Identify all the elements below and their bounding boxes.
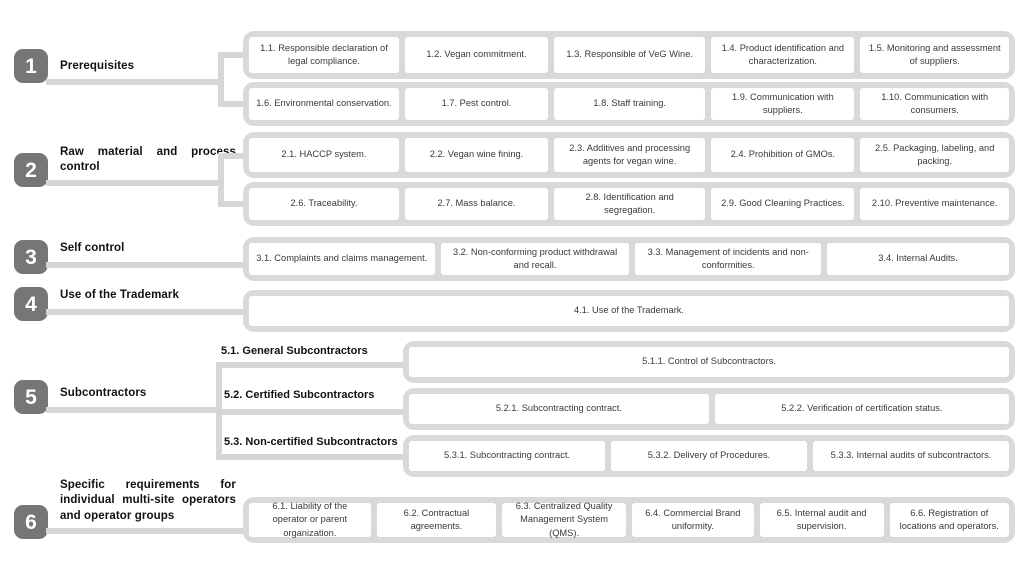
connector-stem-5 — [46, 407, 222, 413]
node-2-3[interactable]: 2.3. Additives and processing agents for… — [554, 138, 706, 172]
connector-branch-2a — [218, 153, 248, 159]
node-2-5[interactable]: 2.5. Packaging, labeling, and packing. — [860, 138, 1009, 172]
node-5-1-1[interactable]: 5.1.1. Control of Subcontractors. — [409, 347, 1009, 377]
section-title-3: Self control — [60, 242, 125, 254]
node-1-2[interactable]: 1.2. Vegan commitment. — [404, 37, 549, 73]
node-5-2-1[interactable]: 5.2.1. Subcontracting contract. — [409, 394, 709, 424]
section-badge-5: 5 — [14, 380, 48, 414]
section-badge-3: 3 — [14, 240, 48, 274]
connector-branch-1a — [218, 52, 248, 58]
connector-branch-5-1 — [216, 362, 406, 368]
connector-branch-2b — [218, 201, 248, 207]
section-5-row-1: 5.1.1. Control of Subcontractors. — [403, 341, 1015, 383]
section-5-row-2: 5.2.1. Subcontracting contract. 5.2.2. V… — [403, 388, 1015, 430]
node-2-9[interactable]: 2.9. Good Cleaning Practices. — [711, 188, 855, 220]
node-1-9[interactable]: 1.9. Communication with suppliers. — [711, 88, 855, 120]
subgroup-label-5-3: 5.3. Non-certified Subcontractors — [224, 436, 398, 448]
connector-stem-4 — [46, 309, 249, 315]
node-5-2-2[interactable]: 5.2.2. Verification of certification sta… — [714, 394, 1009, 424]
section-5-row-3: 5.3.1. Subcontracting contract. 5.3.2. D… — [403, 435, 1015, 477]
node-1-7[interactable]: 1.7. Pest control. — [404, 88, 549, 120]
section-badge-1: 1 — [14, 49, 48, 83]
node-1-3[interactable]: 1.3. Responsible of VeG Wine. — [554, 37, 706, 73]
section-1-row-1: 1.1. Responsible declaration of legal co… — [243, 31, 1015, 79]
node-2-1[interactable]: 2.1. HACCP system. — [249, 138, 399, 172]
node-6-5[interactable]: 6.5. Internal audit and supervision. — [759, 503, 884, 537]
section-badge-4: 4 — [14, 287, 48, 321]
node-6-6[interactable]: 6.6. Registration of locations and opera… — [889, 503, 1009, 537]
section-title-4: Use of the Trademark — [60, 289, 179, 301]
connector-stem-2 — [46, 180, 224, 186]
section-badge-2: 2 — [14, 153, 48, 187]
section-title-1: Prerequisites — [60, 60, 135, 72]
section-title-5: Subcontractors — [60, 387, 147, 399]
node-1-10[interactable]: 1.10. Communication with consumers. — [860, 88, 1009, 120]
section-2-row-2: 2.6. Traceability. 2.7. Mass balance. 2.… — [243, 182, 1015, 226]
node-2-7[interactable]: 2.7. Mass balance. — [404, 188, 549, 220]
node-5-3-3[interactable]: 5.3.3. Internal audits of subcontractors… — [813, 441, 1009, 471]
node-6-4[interactable]: 6.4. Commercial Brand uniformity. — [632, 503, 754, 537]
node-1-6[interactable]: 1.6. Environmental conservation. — [249, 88, 399, 120]
node-5-3-2[interactable]: 5.3.2. Delivery of Procedures. — [611, 441, 807, 471]
connector-branch-1b — [218, 101, 248, 107]
section-3-row-1: 3.1. Complaints and claims management. 3… — [243, 237, 1015, 281]
connector-branch-5-3 — [216, 454, 406, 460]
node-1-5[interactable]: 1.5. Monitoring and assessment of suppli… — [860, 37, 1009, 73]
connector-stem-6 — [46, 528, 249, 534]
subgroup-label-5-2: 5.2. Certified Subcontractors — [224, 389, 375, 401]
node-1-8[interactable]: 1.8. Staff training. — [554, 88, 706, 120]
section-2-row-1: 2.1. HACCP system. 2.2. Vegan wine finin… — [243, 132, 1015, 178]
connector-bracket-2 — [218, 153, 224, 207]
section-badge-6: 6 — [14, 505, 48, 539]
section-title-6: Specific requirements for individual mul… — [60, 479, 236, 522]
node-2-6[interactable]: 2.6. Traceability. — [249, 188, 399, 220]
node-3-2[interactable]: 3.2. Non-conforming product withdrawal a… — [440, 243, 630, 275]
node-3-4[interactable]: 3.4. Internal Audits. — [826, 243, 1009, 275]
node-5-3-1[interactable]: 5.3.1. Subcontracting contract. — [409, 441, 605, 471]
node-2-8[interactable]: 2.8. Identification and segregation. — [554, 188, 706, 220]
node-3-1[interactable]: 3.1. Complaints and claims management. — [249, 243, 435, 275]
node-3-3[interactable]: 3.3. Management of incidents and non-con… — [635, 243, 821, 275]
node-6-3[interactable]: 6.3. Centralized Quality Management Syst… — [502, 501, 626, 538]
connector-bracket-1 — [218, 52, 224, 107]
node-4-1[interactable]: 4.1. Use of the Trademark. — [249, 296, 1009, 326]
node-1-1[interactable]: 1.1. Responsible declaration of legal co… — [249, 37, 399, 73]
section-1-row-2: 1.6. Environmental conservation. 1.7. Pe… — [243, 82, 1015, 126]
section-4-row-1: 4.1. Use of the Trademark. — [243, 290, 1015, 332]
connector-stem-3 — [46, 262, 249, 268]
section-6-row-1: 6.1. Liability of the operator or parent… — [243, 497, 1015, 543]
node-6-1[interactable]: 6.1. Liability of the operator or parent… — [249, 501, 371, 538]
section-title-2: Raw material and process control — [60, 146, 236, 174]
connector-stem-1 — [46, 79, 224, 85]
node-2-4[interactable]: 2.4. Prohibition of GMOs. — [711, 138, 855, 172]
connector-branch-5-2 — [216, 409, 406, 415]
node-2-2[interactable]: 2.2. Vegan wine fining. — [404, 138, 549, 172]
node-2-10[interactable]: 2.10. Preventive maintenance. — [860, 188, 1009, 220]
node-1-4[interactable]: 1.4. Product identification and characte… — [711, 37, 855, 73]
subgroup-label-5-1: 5.1. General Subcontractors — [221, 345, 368, 357]
node-6-2[interactable]: 6.2. Contractual agreements. — [376, 503, 497, 537]
